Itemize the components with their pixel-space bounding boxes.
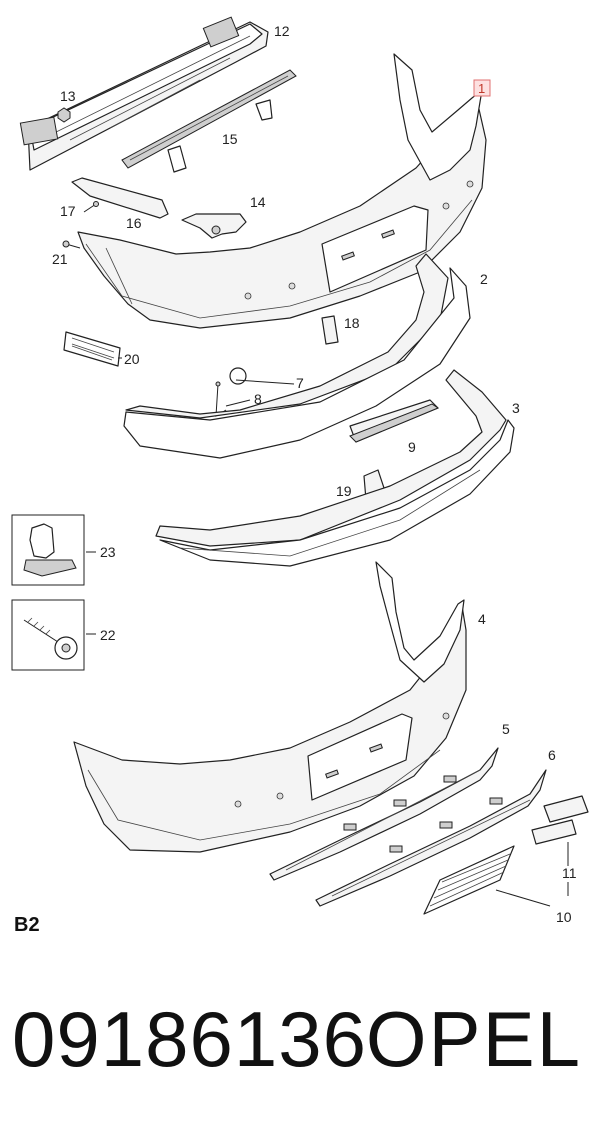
callout-3: 3 — [512, 400, 520, 416]
part-4-bumper-cover — [73, 561, 467, 853]
callout-16: 16 — [126, 215, 142, 231]
callout-11: 11 — [562, 865, 577, 881]
part-1-rear-bumper-assembly — [77, 53, 487, 329]
callout-13: 13 — [60, 88, 76, 104]
part-17-screw — [83, 201, 99, 213]
callout-8: 8 — [254, 391, 262, 407]
callout-labels: 1 2 3 4 5 6 7 8 9 10 11 12 13 14 15 16 1… — [52, 23, 577, 925]
part-number: 09186136 — [12, 995, 368, 1083]
part-9-cover-strip — [349, 399, 440, 443]
part-15-energy-absorber-strip — [121, 69, 297, 173]
callout-17: 17 — [60, 203, 76, 219]
callout-1-highlight — [473, 79, 491, 97]
part-2-bumper-lower-fascia — [123, 253, 471, 459]
part-22-box — [11, 599, 85, 671]
part-6-lower-strip — [315, 769, 547, 907]
callout-14: 14 — [250, 194, 266, 210]
part-12-reinforcement-beam — [19, 16, 269, 171]
callout-21: 21 — [52, 251, 68, 267]
part-11-clips — [531, 795, 589, 845]
part-21-screw — [62, 240, 81, 249]
part-23-box — [11, 514, 85, 586]
part-16-bracket — [71, 177, 169, 219]
callout-6: 6 — [548, 747, 556, 763]
callout-22: 22 — [100, 627, 116, 643]
part-18-clip — [321, 315, 339, 345]
callout-19: 19 — [336, 483, 352, 499]
part-8-tow-eye-wire — [215, 381, 227, 417]
callout-15: 15 — [222, 131, 238, 147]
part-7-tow-eye-cap — [229, 367, 247, 385]
leader-lines — [86, 357, 569, 907]
bumper-parts-diagram: 1 2 3 4 5 6 7 8 9 10 11 12 13 14 15 16 1… — [11, 16, 589, 925]
callout-5: 5 — [502, 721, 510, 737]
brand-name: OPEL — [365, 995, 582, 1083]
part-5-lower-strip — [269, 747, 499, 881]
callout-12: 12 — [274, 23, 290, 39]
callout-10: 10 — [556, 909, 572, 925]
part-10-grille-insert — [423, 845, 515, 915]
part-20-grille-insert — [63, 331, 121, 367]
callout-20: 20 — [124, 351, 140, 367]
callout-7: 7 — [296, 375, 304, 391]
callout-9: 9 — [408, 439, 416, 455]
section-label: B2 — [14, 914, 40, 936]
part-14-guide-bracket — [181, 213, 247, 239]
part-3-lower-trim — [155, 369, 515, 567]
callout-4: 4 — [478, 611, 486, 627]
callout-23: 23 — [100, 544, 116, 560]
callout-18: 18 — [344, 315, 360, 331]
callout-2: 2 — [480, 271, 488, 287]
callout-1: 1 — [478, 81, 485, 96]
part-13-nut — [57, 107, 71, 123]
